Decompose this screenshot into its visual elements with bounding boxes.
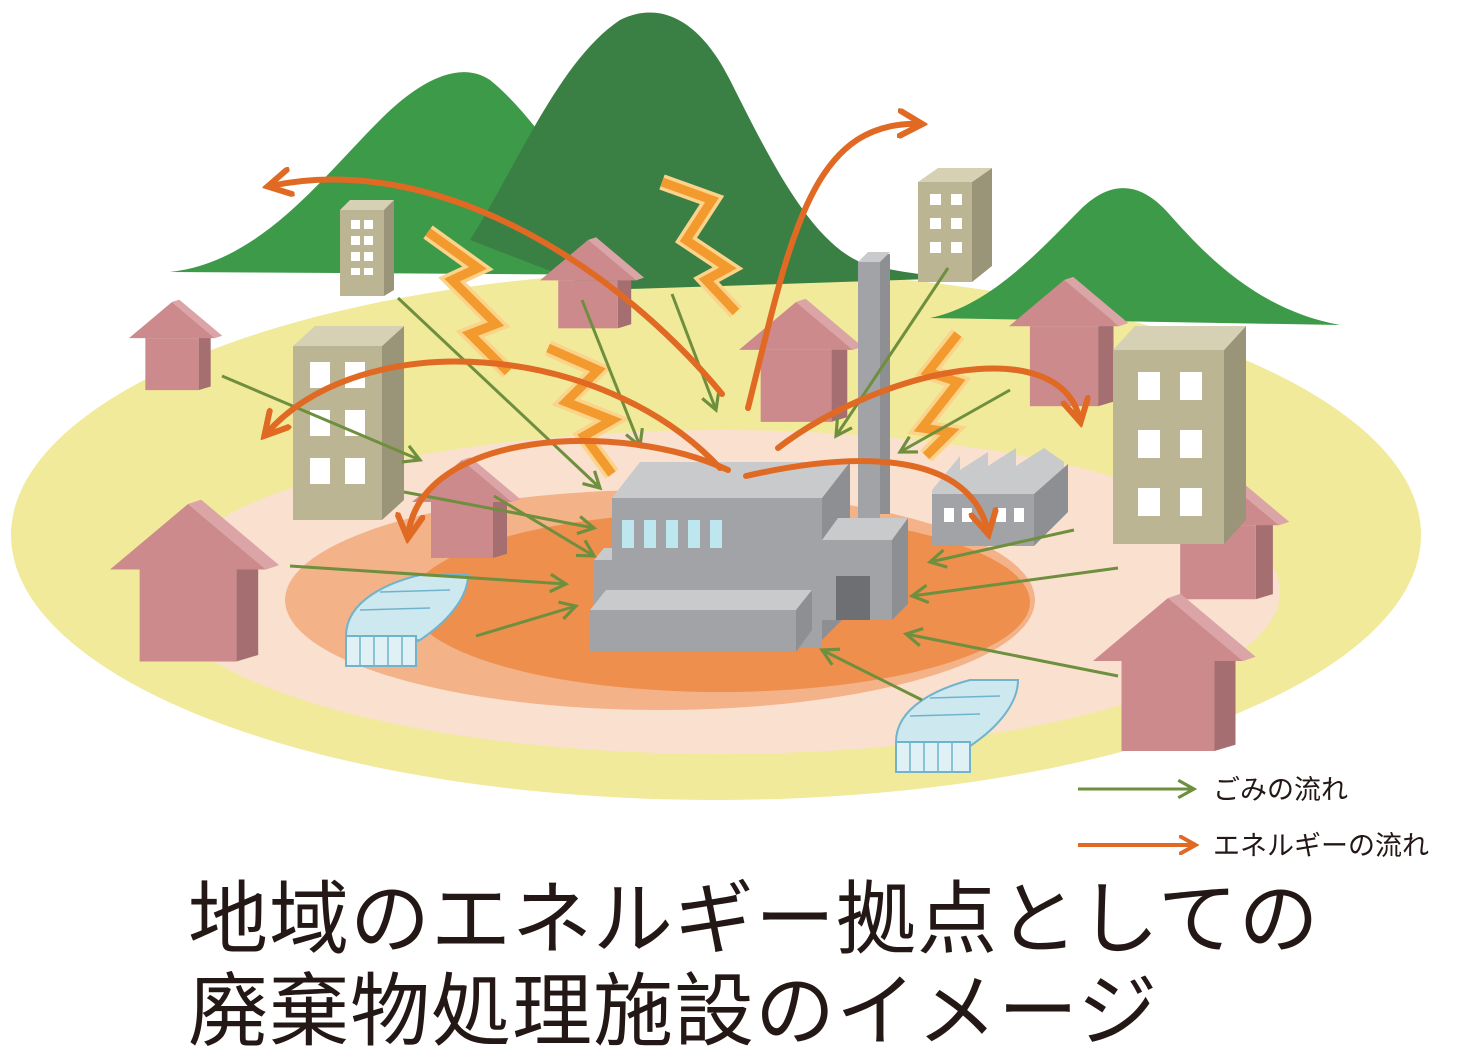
mountain-center (470, 12, 960, 290)
waste-flow-arrow-8 (475, 600, 580, 638)
house-mid-left (412, 457, 521, 558)
waste-flow-arrow-1 (221, 374, 423, 464)
house-front-left (110, 499, 280, 662)
greenhouse-bottom (895, 679, 1020, 773)
waste-flow-arrow-9 (403, 490, 598, 536)
energy-flow-arrow-5 (775, 365, 1080, 451)
waste-processing-facility (590, 252, 908, 652)
building-mid-left (293, 326, 404, 520)
title-line-1: 地域のエネルギー拠点としての (188, 873, 1320, 966)
mountain-right (930, 188, 1340, 325)
legend: ごみの流れ エネルギーの流れ (1078, 775, 1429, 862)
house-bottom-right (1093, 593, 1256, 751)
house-top-center (540, 237, 645, 329)
energy-flow-arrow-2 (745, 124, 920, 411)
greenhouse-left (345, 574, 470, 667)
waste-flow-arrows (221, 267, 1119, 702)
waste-flow-arrow-3 (580, 299, 644, 450)
lightning-bolts (423, 174, 972, 479)
waste-flow-arrow-13 (819, 647, 923, 702)
houses (110, 237, 1290, 751)
mountain-left (170, 72, 820, 276)
lightning-bolt-1 (423, 225, 514, 378)
house-center (739, 298, 863, 422)
energy-flow-arrow-4 (408, 437, 731, 536)
waste-flow-arrow-12 (902, 626, 1119, 678)
legend-energy-label: エネルギーの流れ (1213, 831, 1429, 862)
building-tower-left-small (340, 200, 394, 296)
waste-flow-arrow-14 (926, 528, 1075, 569)
small-factory (932, 448, 1068, 546)
waste-flow-arrow-5 (834, 267, 950, 439)
waste-flow-arrow-6 (897, 388, 1011, 454)
legend-waste-label: ごみの流れ (1213, 775, 1348, 806)
energy-flow-arrow-6 (743, 458, 988, 532)
energy-flow-arrows (266, 124, 1080, 536)
waste-flow-arrow-2 (396, 296, 603, 491)
waste-flow-arrow-10 (493, 494, 597, 558)
house-top-right (1009, 276, 1129, 407)
waste-flow-arrow-4 (670, 293, 721, 414)
energy-flow-arrow-1 (270, 180, 725, 397)
building-right (1113, 326, 1246, 544)
house-far-left (129, 299, 223, 391)
lightning-bolt-2 (659, 174, 744, 318)
waste-flow-arrow-11 (908, 566, 1119, 605)
energy-flow-arrow-3 (266, 358, 723, 471)
mountains (170, 12, 1340, 325)
building-tower-top-right (918, 168, 992, 282)
waste-flow-arrow-7 (289, 564, 570, 594)
lightning-bolt-4 (907, 329, 972, 462)
title-line-2: 廃棄物処理施設のイメージ (188, 965, 1159, 1058)
